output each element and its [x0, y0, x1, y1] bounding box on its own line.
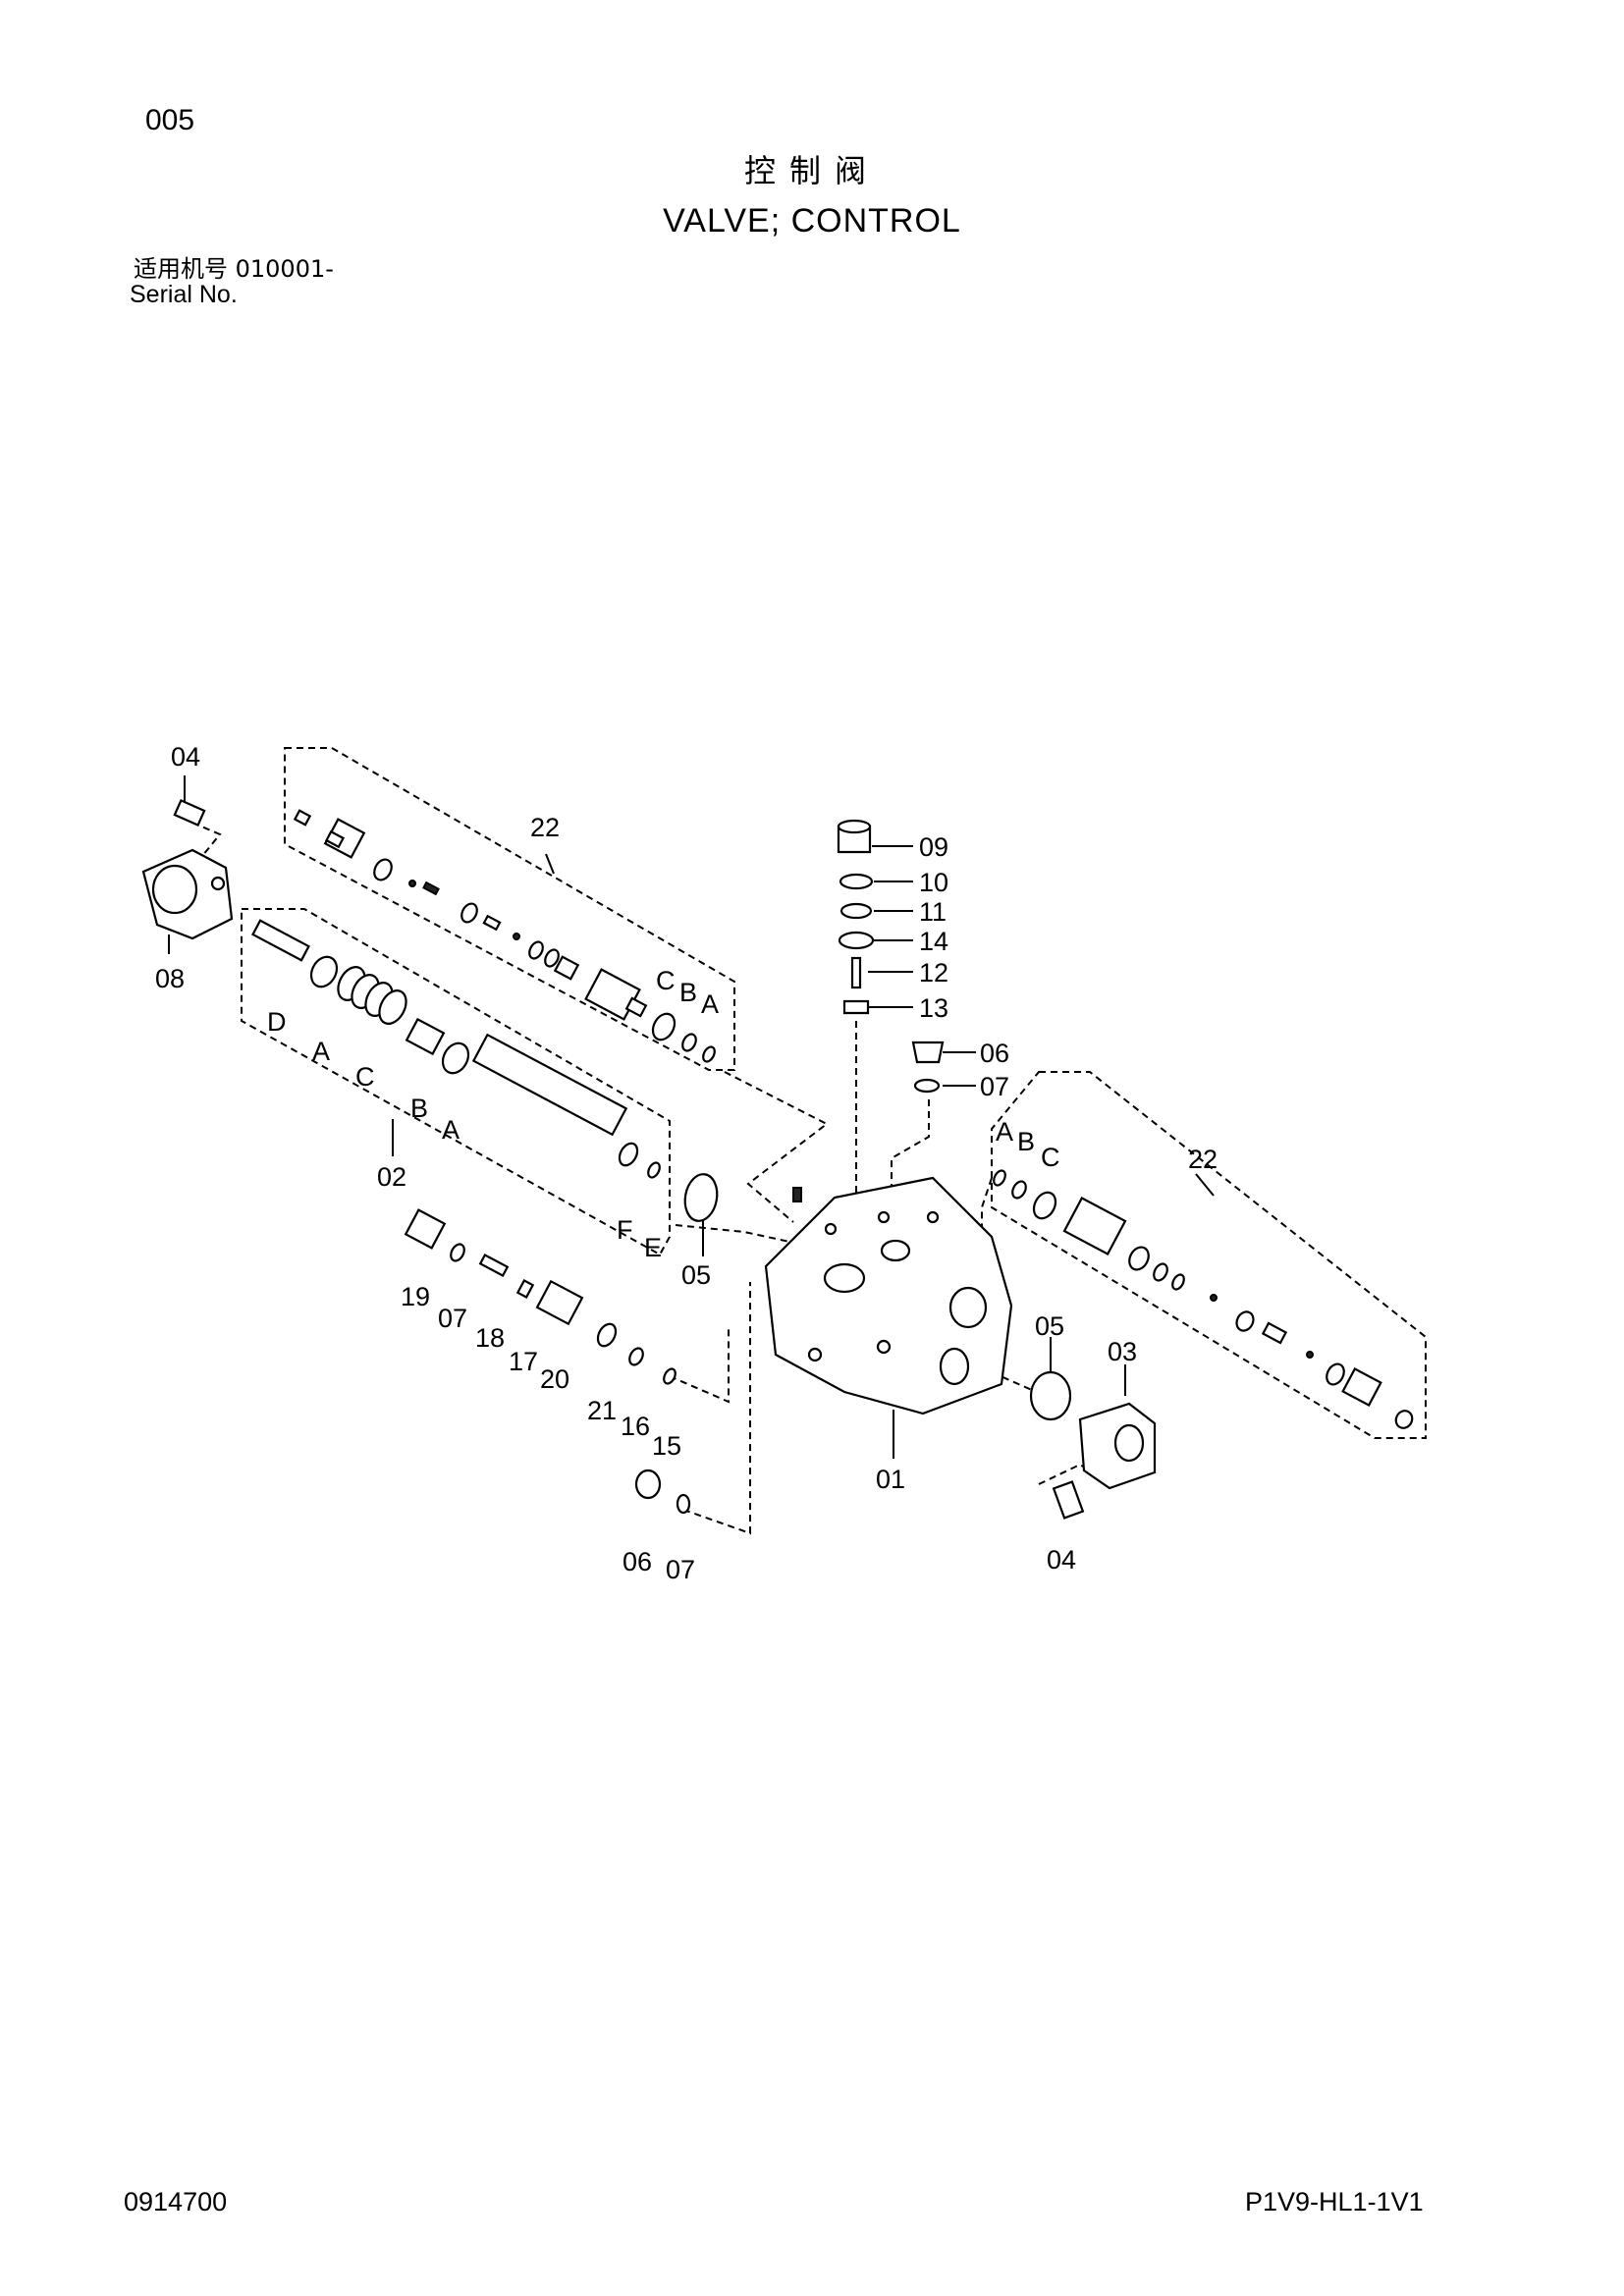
callout-04-top: 04	[171, 742, 200, 772]
callout-A-right: A	[996, 1117, 1013, 1147]
leader-02-to-body	[675, 1224, 804, 1246]
assembly-22-left	[293, 809, 716, 1063]
valve-body-01	[764, 1176, 1013, 1415]
serial-label-chinese: 适用机号 010001-	[134, 255, 334, 283]
callout-F: F	[617, 1215, 633, 1245]
group-22-left-box	[284, 747, 735, 1071]
assembly-15-21	[404, 1208, 691, 1515]
title-chinese: 控制阀	[743, 152, 880, 189]
callout-B-right: B	[1017, 1127, 1035, 1156]
serial-label-english: Serial No.	[130, 281, 238, 308]
plug-stack-09-13	[837, 819, 945, 1094]
callout-19: 19	[401, 1282, 430, 1311]
callout-labels: 04 08 22 09 10 11 14 12 13 06 07 C B A D…	[155, 742, 1218, 1584]
callout-01: 01	[876, 1465, 905, 1494]
group-02-box	[241, 908, 671, 1256]
callout-B-spool: B	[410, 1094, 428, 1123]
footer-code-right: P1V9-HL1-1V1	[1245, 2187, 1424, 2216]
callout-06-bottom: 06	[623, 1547, 652, 1576]
callout-02: 02	[377, 1162, 406, 1192]
callout-20: 20	[540, 1364, 569, 1394]
callout-16: 16	[621, 1412, 650, 1441]
leader-07-to-body	[682, 1282, 751, 1535]
callout-C-left: C	[656, 966, 676, 995]
cover-03	[1029, 1370, 1157, 1520]
callout-A-left: A	[701, 989, 719, 1019]
title-english: VALVE; CONTROL	[663, 202, 961, 240]
callout-14: 14	[919, 927, 948, 956]
group-22-right-box	[991, 1071, 1427, 1439]
footer-code-left: 0914700	[124, 2187, 228, 2216]
callout-05-left: 05	[681, 1260, 711, 1290]
callout-06-top: 06	[980, 1039, 1009, 1068]
leader-22b	[1195, 1173, 1215, 1197]
callout-05-right: 05	[1035, 1311, 1064, 1341]
callout-07-bottom: 07	[666, 1555, 695, 1584]
callout-03: 03	[1108, 1337, 1137, 1366]
page-number: 005	[145, 104, 195, 136]
callout-07-mid: 07	[438, 1304, 467, 1333]
callout-B-left: B	[679, 978, 697, 1007]
callout-D: D	[267, 1007, 287, 1037]
callout-09: 09	[919, 832, 948, 862]
callout-15: 15	[652, 1431, 681, 1461]
flange-08	[141, 798, 234, 940]
leader-22a	[545, 853, 555, 875]
callout-12: 12	[919, 958, 948, 988]
callout-13: 13	[919, 993, 948, 1023]
callout-C-right: C	[1041, 1143, 1060, 1172]
callout-C-spool: C	[355, 1062, 375, 1092]
spool-assembly-02	[251, 919, 719, 1222]
leader-22-to-body	[724, 1071, 829, 1223]
leader-05-to-body	[991, 1371, 1042, 1395]
callout-A-spool-1: A	[312, 1037, 330, 1066]
callout-22-left: 22	[530, 813, 560, 842]
callout-22-right: 22	[1188, 1145, 1218, 1174]
leader-04-to-08	[191, 822, 222, 857]
callout-10: 10	[919, 868, 948, 897]
callout-11: 11	[919, 897, 947, 927]
assembly-22-right	[993, 1169, 1414, 1429]
leader-15-to-body	[669, 1325, 730, 1404]
callout-17: 17	[509, 1347, 538, 1376]
callout-A-spool-2: A	[442, 1115, 460, 1145]
callout-18: 18	[475, 1323, 505, 1353]
callout-08: 08	[155, 964, 185, 993]
callout-E: E	[644, 1233, 662, 1262]
callout-04-bottom: 04	[1047, 1545, 1076, 1575]
callout-21: 21	[587, 1396, 617, 1425]
leader-06-to-body	[891, 1099, 930, 1227]
callout-07-top: 07	[980, 1072, 1009, 1101]
